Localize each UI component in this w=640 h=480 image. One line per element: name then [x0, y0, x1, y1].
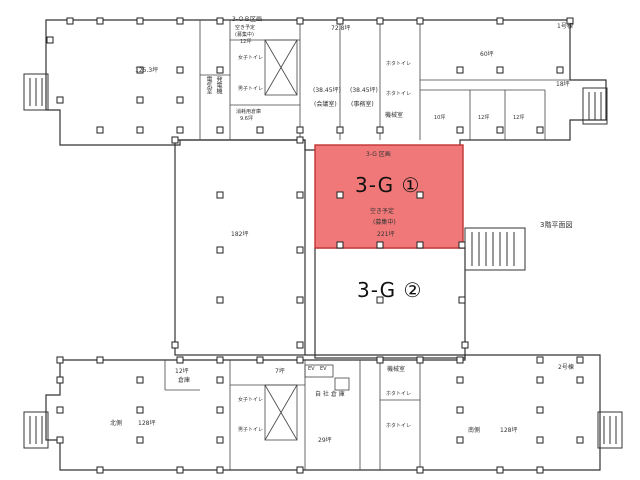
top-office-name: (事務室): [351, 101, 374, 108]
bottom-wing-outline: [45, 354, 601, 471]
top-ob-area: 12坪: [240, 39, 252, 45]
top-meeting-name: (会議室): [314, 101, 337, 108]
bottom-ev1: EV: [308, 366, 315, 372]
middle-right-block: [314, 247, 466, 359]
stair-bottom-left: [23, 411, 49, 449]
top-ob-status: 空き予定: [235, 25, 256, 31]
bottom-bldg-2: 2号棟: [558, 364, 574, 371]
top-cons-storage: 消耗用倉庫: [236, 109, 262, 115]
top-toilet-m: 男子トイレ: [238, 86, 264, 92]
top-area-10: 10坪: [434, 115, 446, 121]
top-area-12b: 12坪: [513, 115, 525, 121]
bottom-toilet-m: 男子トイレ: [238, 427, 264, 433]
bottom-south: 南側: [468, 427, 481, 434]
bottom-machine-room: 機械室: [387, 366, 406, 373]
top-wing-outline: [45, 19, 607, 151]
top-toilet-e2: ホタトイレ: [386, 91, 412, 97]
bottom-company-storage: 自 社 倉 庫: [315, 391, 345, 398]
top-office-area: (38.45坪): [350, 87, 378, 94]
unit-3g1-status: 空き予定: [370, 208, 395, 215]
bottom-ev2: EV: [320, 366, 327, 372]
top-gen-room: 発電機: [215, 76, 222, 94]
top-toilet-e: ホタトイレ: [386, 61, 412, 67]
bottom-north: 北側: [110, 420, 123, 427]
bottom-north-area: 128坪: [138, 420, 156, 427]
top-elec-room: 電気室: [205, 76, 212, 94]
unit-3g1-name[interactable]: 3-G ①: [355, 173, 421, 197]
top-toilet-w: 女子トイレ: [238, 55, 264, 61]
top-meeting-area: (38.45坪): [313, 87, 341, 94]
unit-3g1-area: 221坪: [377, 231, 395, 238]
top-block-left-area: 125.3坪: [135, 67, 159, 74]
top-cons-area: 9.6坪: [240, 116, 253, 122]
unit-3g1-header: 3-G 区画: [366, 151, 391, 158]
top-area-12a: 12坪: [478, 115, 490, 121]
top-area-60: 60坪: [480, 51, 494, 58]
stair-top-right: [582, 87, 608, 125]
bottom-toilet-e: ホタトイレ: [386, 391, 412, 397]
top-ob-header: 3-ＯＢ区画: [232, 16, 262, 23]
top-bldg-1: 1号棟: [557, 23, 573, 30]
bottom-area-12: 12坪: [175, 368, 189, 375]
unit-3g2-name[interactable]: 3-G ②: [357, 278, 423, 302]
bottom-toilet-w: 女子トイレ: [238, 397, 264, 403]
floor-title: 3階平面図: [540, 221, 573, 229]
unit-3g1-recruit: (募集中): [373, 219, 396, 226]
stair-bottom-right: [597, 411, 623, 449]
top-area-18: 18坪: [556, 81, 570, 88]
bottom-area-29: 29坪: [318, 437, 332, 444]
top-room-72: 72.8坪: [331, 25, 351, 32]
stair-top-left: [23, 73, 49, 111]
bottom-area-7: 7坪: [275, 368, 285, 375]
top-machine-room: 機械室: [385, 112, 404, 119]
bottom-storage: 倉庫: [178, 377, 191, 384]
top-ob-recruit: (募集中): [235, 32, 254, 38]
middle-area-182: 182坪: [231, 231, 249, 238]
bottom-south-area: 128坪: [500, 427, 518, 434]
stair-middle-right: [464, 227, 526, 271]
middle-left-block: [174, 139, 306, 356]
bottom-toilet-e2: ホタトイレ: [386, 423, 412, 429]
